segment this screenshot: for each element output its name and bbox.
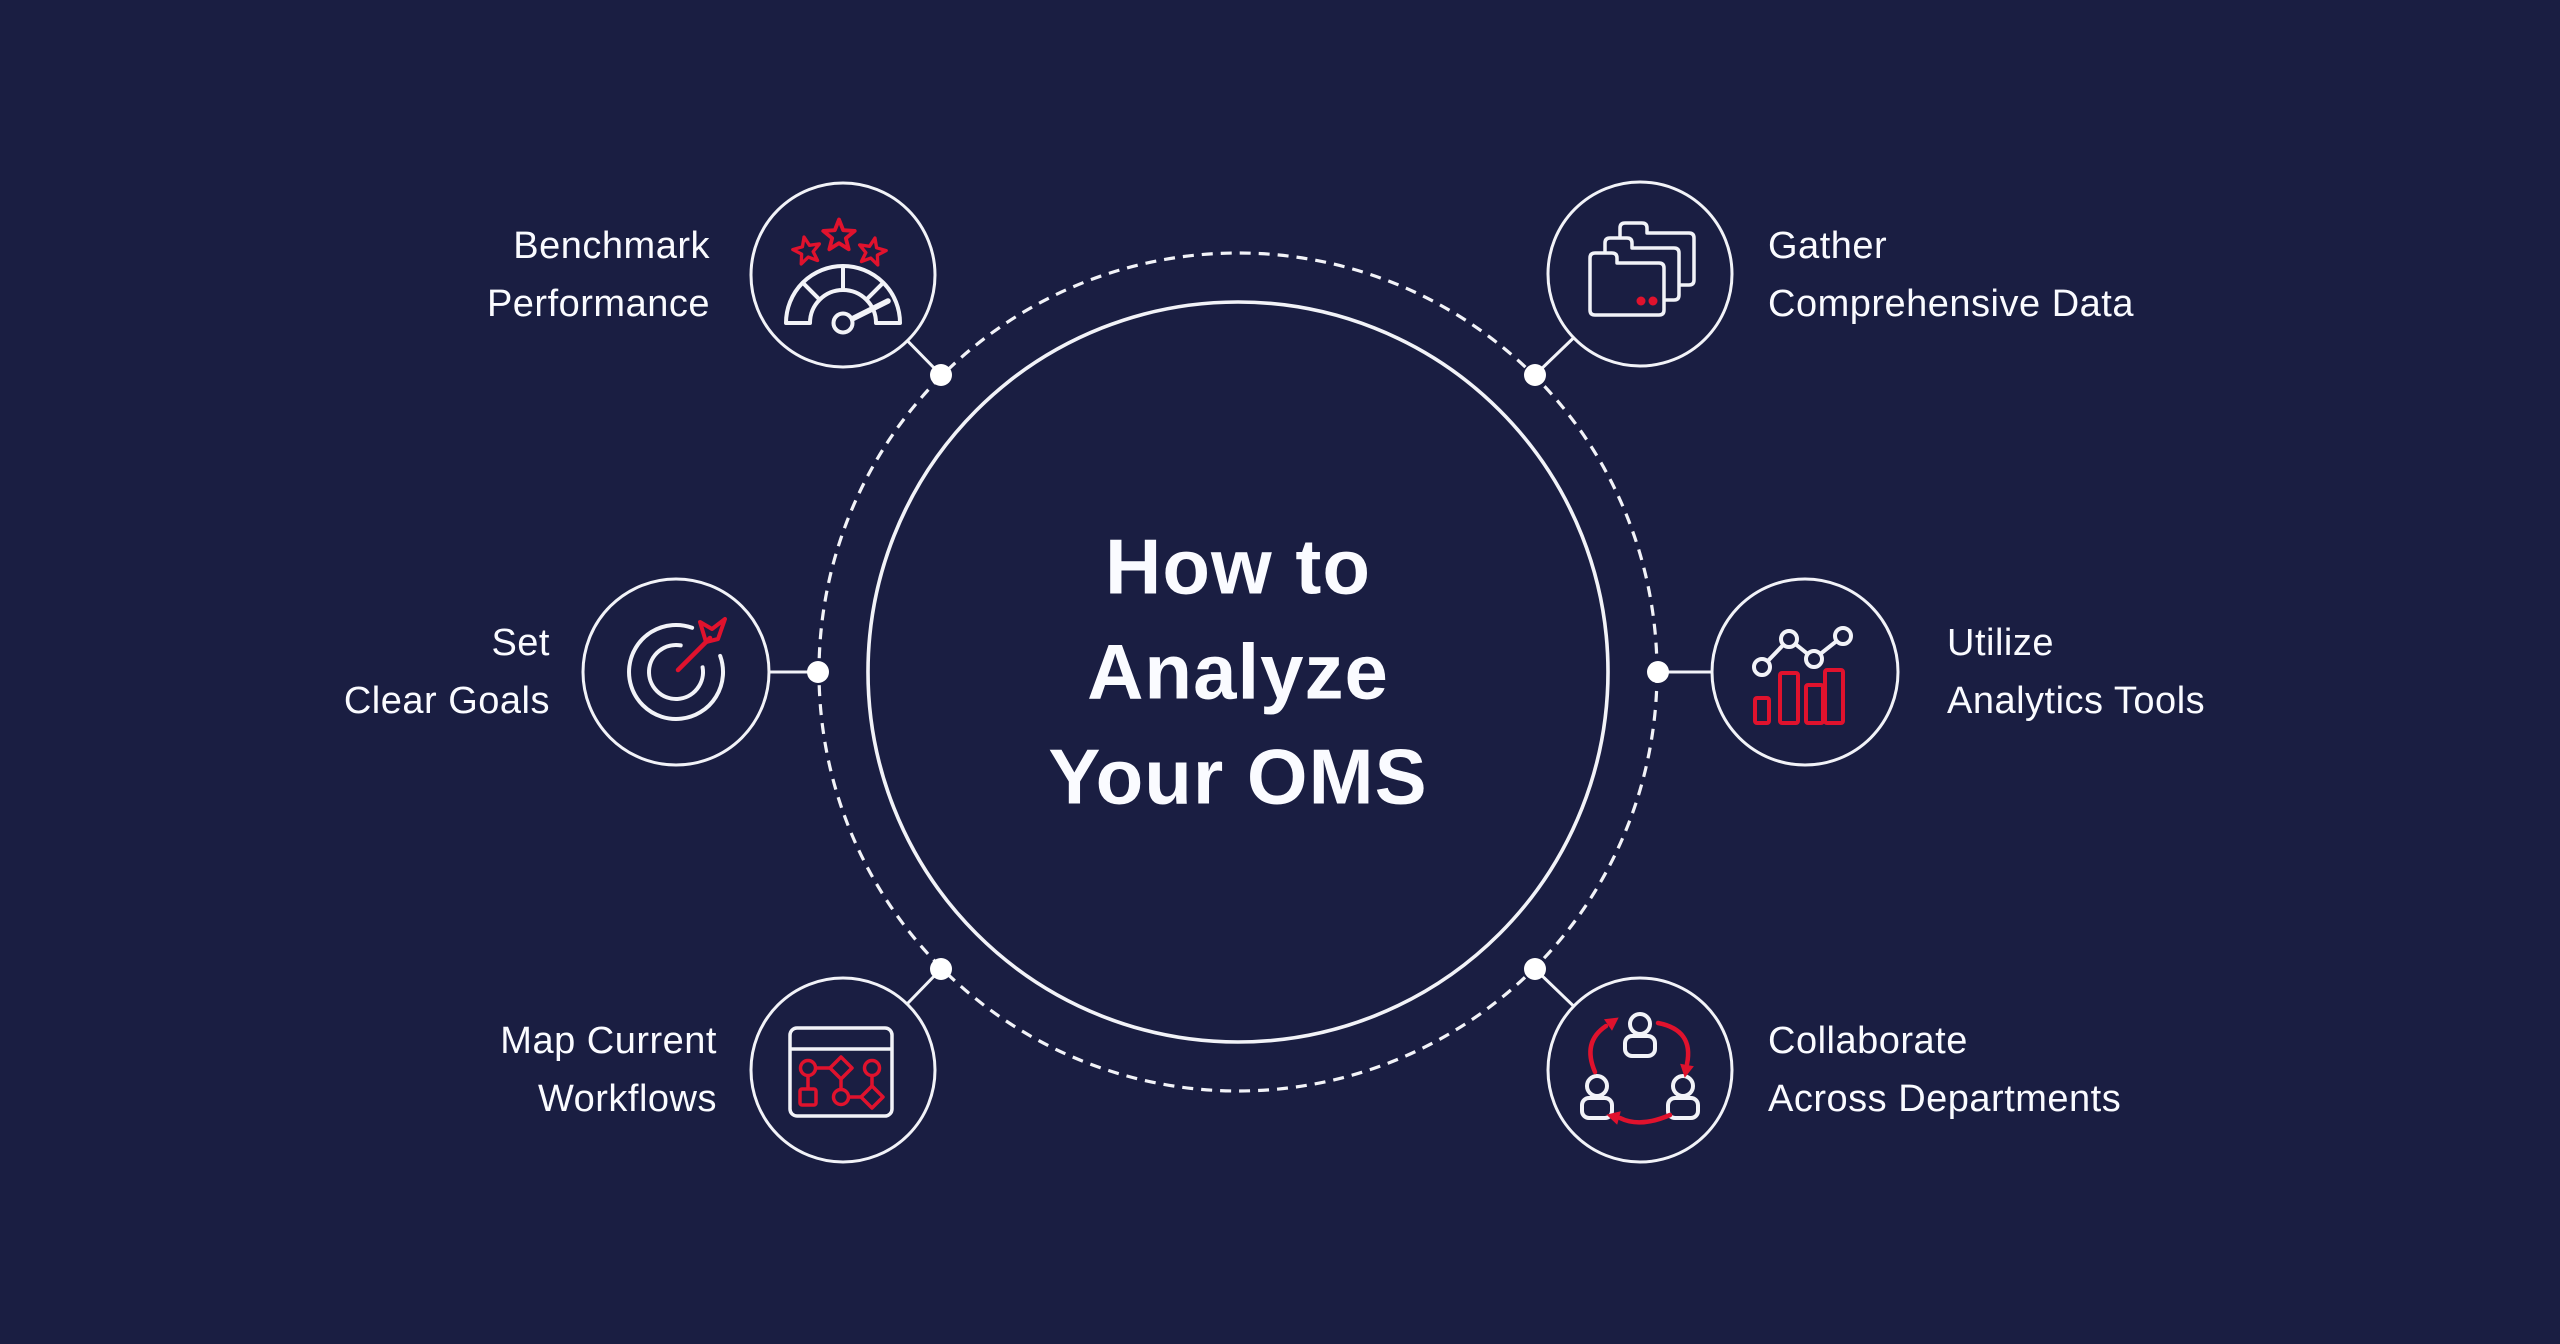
label-line: Utilize (1947, 622, 2054, 664)
analytics-icon-circle (1710, 577, 1900, 767)
label-line: Collaborate (1768, 1020, 1968, 1062)
label-line: Across Departments (1768, 1078, 2122, 1120)
label-line: Benchmark (513, 225, 710, 267)
label-line: Map Current (500, 1020, 717, 1062)
label-line: Set (491, 622, 550, 664)
title-line-1: How to (1105, 522, 1371, 611)
label-line: Gather (1768, 225, 1888, 267)
label-set-goals: Set Clear Goals (344, 614, 550, 730)
stacked-folders-icon (1588, 221, 1696, 317)
solid-center-circle (866, 300, 1610, 1044)
label-line: Performance (486, 283, 710, 325)
label-benchmark-performance: Benchmark Performance (487, 217, 710, 333)
gauge-with-stars-icon (784, 217, 902, 335)
label-line: Clear Goals (343, 680, 550, 722)
label-utilize-analytics: Utilize Analytics Tools (1947, 614, 2205, 730)
collaborate-icon-circle (1546, 976, 1734, 1164)
label-gather-data: Gather Comprehensive Data (1768, 217, 2134, 333)
page-title: How to Analyze Your OMS (788, 515, 1688, 830)
label-line: Analytics Tools (1947, 680, 2206, 722)
label-map-workflows: Map Current Workflows (500, 1012, 717, 1128)
orbit-dots (807, 364, 1669, 980)
goals-icon-circle (581, 577, 771, 767)
label-line: Comprehensive Data (1768, 283, 2134, 325)
label-line: Workflows (537, 1078, 717, 1120)
workflow-icon-circle (749, 976, 937, 1164)
people-cycle-icon (1580, 1012, 1700, 1125)
workflow-window-icon (788, 1026, 894, 1118)
target-dart-icon (627, 617, 727, 721)
line-bar-chart-icon (1752, 626, 1853, 725)
title-line-3: Your OMS (1048, 732, 1428, 821)
title-line-2: Analyze (1087, 627, 1389, 716)
label-collaborate: Collaborate Across Departments (1768, 1012, 2121, 1128)
